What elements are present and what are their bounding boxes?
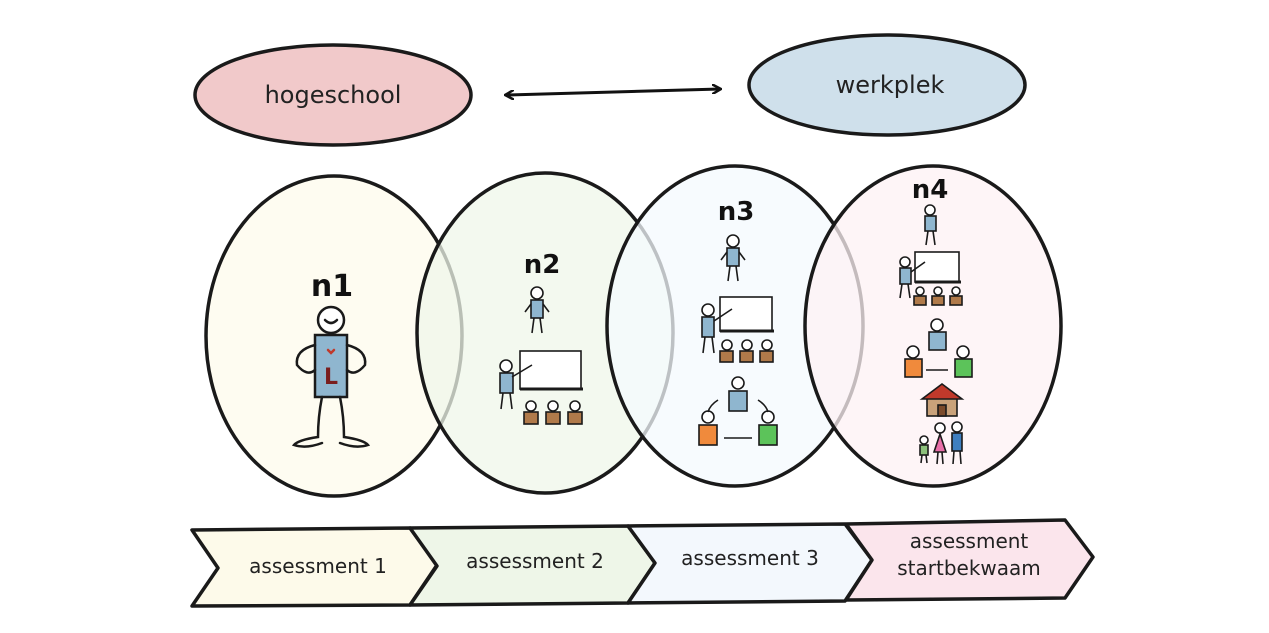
title-n3: n3 — [718, 197, 755, 227]
assessment-step-4: assessment startbekwaam — [844, 518, 1095, 602]
hogeschool-label: hogeschool — [265, 81, 402, 109]
assessment-4-label-line2: startbekwaam — [897, 556, 1041, 580]
assessment-4-label-line1: assessment — [910, 529, 1029, 553]
hogeschool-node: hogeschool — [193, 43, 473, 147]
family-icon — [919, 421, 963, 465]
assessment-chevrons: assessment 1 assessment 2 assessment 3 a… — [190, 518, 1095, 608]
werkplek-node: werkplek — [747, 33, 1027, 137]
assessment-1-label: assessment 1 — [249, 554, 387, 578]
whiteboard-class-icon-n3 — [701, 296, 774, 363]
double-arrow — [506, 89, 720, 95]
small-teacher-icon-n3 — [720, 234, 746, 282]
title-n4: n4 — [912, 175, 949, 205]
teacher-figure-icon: L — [291, 305, 371, 448]
title-n1: n1 — [311, 269, 353, 304]
school-building-icon — [919, 383, 965, 417]
assessment-3-label: assessment 3 — [681, 546, 819, 570]
assessment-2-label: assessment 2 — [466, 549, 604, 573]
small-teacher-icon-n2 — [524, 286, 550, 334]
assessment-step-2: assessment 2 — [408, 524, 657, 607]
group-rotation-icon-n4 — [904, 318, 973, 378]
whiteboard-class-icon-n2 — [499, 350, 583, 425]
small-teacher-icon-n4 — [924, 204, 937, 246]
werkplek-label: werkplek — [836, 71, 945, 99]
group-rotation-icon-n3 — [698, 376, 778, 446]
title-n2: n2 — [524, 250, 561, 280]
svg-text:L: L — [324, 365, 338, 390]
whiteboard-class-icon-n4 — [899, 251, 963, 306]
assessment-step-1: assessment 1 — [190, 526, 439, 608]
assessment-step-3: assessment 3 — [626, 522, 874, 605]
